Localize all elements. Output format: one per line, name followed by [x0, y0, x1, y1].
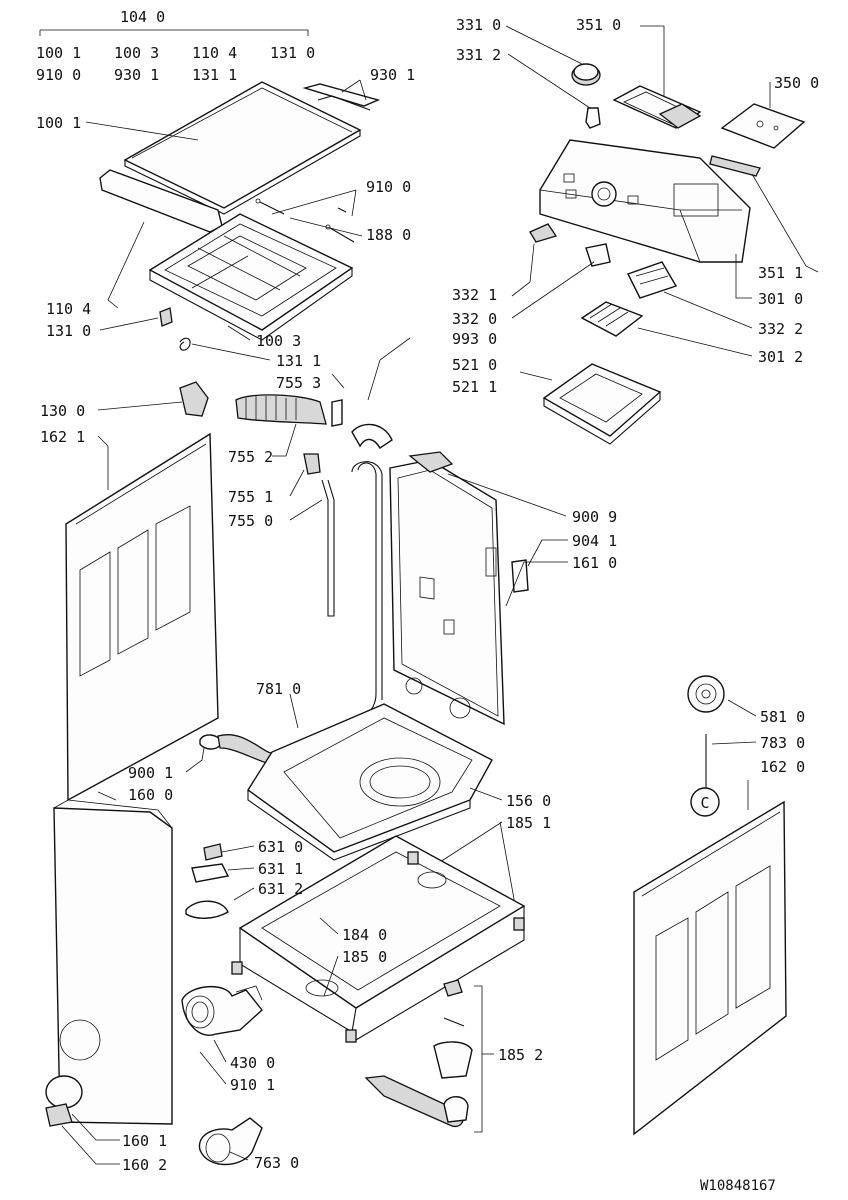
control-console — [539, 139, 751, 263]
label-185-2: 185 2 — [498, 1046, 543, 1064]
label-160-0: 160 0 — [128, 786, 173, 804]
label-910-0-top: 910 0 — [36, 66, 81, 84]
lever-group — [364, 979, 494, 1133]
label-783-0: 783 0 — [760, 734, 805, 752]
label-631-0: 631 0 — [258, 838, 303, 856]
front-panel-group — [45, 791, 173, 1165]
back-panel — [389, 459, 505, 726]
right-side-panel-group: C — [633, 675, 787, 1136]
pump-group — [181, 985, 263, 1166]
base-group — [247, 703, 517, 911]
label-351-0: 351 0 — [576, 16, 621, 34]
label-332-0: 332 0 — [452, 310, 497, 328]
label-930-1-top: 930 1 — [114, 66, 159, 84]
label-910-1: 910 1 — [230, 1076, 275, 1094]
label-185-0: 185 0 — [342, 948, 387, 966]
label-162-0: 162 0 — [760, 758, 805, 776]
label-993-0: 993 0 — [452, 330, 497, 348]
label-layer: 104 0 100 1 100 3 110 4 131 0 910 0 930 … — [36, 8, 819, 1194]
label-156-0: 156 0 — [506, 792, 551, 810]
label-351-1: 351 1 — [758, 264, 803, 282]
console-group — [505, 25, 819, 445]
top-frame — [148, 213, 354, 331]
label-110-4: 110 4 — [46, 300, 91, 318]
label-430-0: 430 0 — [230, 1054, 275, 1072]
label-900-9: 900 9 — [572, 508, 617, 526]
label-130-0: 130 0 — [40, 402, 85, 420]
label-131-1: 131 1 — [276, 352, 321, 370]
label-110-4-top: 110 4 — [192, 44, 237, 62]
label-100-1-top: 100 1 — [36, 44, 81, 62]
label-755-2: 755 2 — [228, 448, 273, 466]
label-332-1: 332 1 — [452, 286, 497, 304]
label-904-1: 904 1 — [572, 532, 617, 550]
back-panel-group — [389, 451, 568, 726]
label-161-0: 161 0 — [572, 554, 617, 572]
label-100-3-top: 100 3 — [114, 44, 159, 62]
label-104-0: 104 0 — [120, 8, 165, 26]
label-755-1: 755 1 — [228, 488, 273, 506]
dispenser-drawer — [542, 363, 662, 437]
label-131-0-top: 131 0 — [270, 44, 315, 62]
front-panel — [53, 807, 173, 1125]
drawing-number: W10848167 — [700, 1178, 776, 1194]
right-side-panel — [633, 800, 787, 1136]
label-162-1: 162 1 — [40, 428, 85, 446]
label-331-2: 331 2 — [456, 46, 501, 64]
label-100-3: 100 3 — [256, 332, 301, 350]
left-side-panel-group — [65, 381, 219, 802]
label-631-2: 631 2 — [258, 880, 303, 898]
label-184-0: 184 0 — [342, 926, 387, 944]
label-581-0: 581 0 — [760, 708, 805, 726]
top-lid-group — [39, 29, 381, 361]
label-900-1: 900 1 — [128, 764, 173, 782]
label-332-2: 332 2 — [758, 320, 803, 338]
chassis-frame-group — [185, 835, 526, 1043]
label-188-0: 188 0 — [366, 226, 411, 244]
label-755-0: 755 0 — [228, 512, 273, 530]
label-763-0: 763 0 — [254, 1154, 299, 1172]
label-930-1: 930 1 — [370, 66, 415, 84]
label-301-2: 301 2 — [758, 348, 803, 366]
label-301-0: 301 0 — [758, 290, 803, 308]
label-100-1: 100 1 — [36, 114, 81, 132]
label-160-2: 160 2 — [122, 1156, 167, 1174]
left-side-panel — [65, 432, 219, 802]
center-badge: C — [700, 794, 709, 812]
label-131-0: 131 0 — [46, 322, 91, 340]
label-131-1-top: 131 1 — [192, 66, 237, 84]
label-631-1: 631 1 — [258, 860, 303, 878]
base-tray — [247, 703, 493, 853]
label-521-1: 521 1 — [452, 378, 497, 396]
label-350-0: 350 0 — [774, 74, 819, 92]
label-755-3: 755 3 — [276, 374, 321, 392]
label-910-0: 910 0 — [366, 178, 411, 196]
label-331-0: 331 0 — [456, 16, 501, 34]
hose-group — [235, 373, 345, 617]
label-781-0: 781 0 — [256, 680, 301, 698]
label-185-1: 185 1 — [506, 814, 551, 832]
label-160-1: 160 1 — [122, 1132, 167, 1150]
label-521-0: 521 0 — [452, 356, 497, 374]
